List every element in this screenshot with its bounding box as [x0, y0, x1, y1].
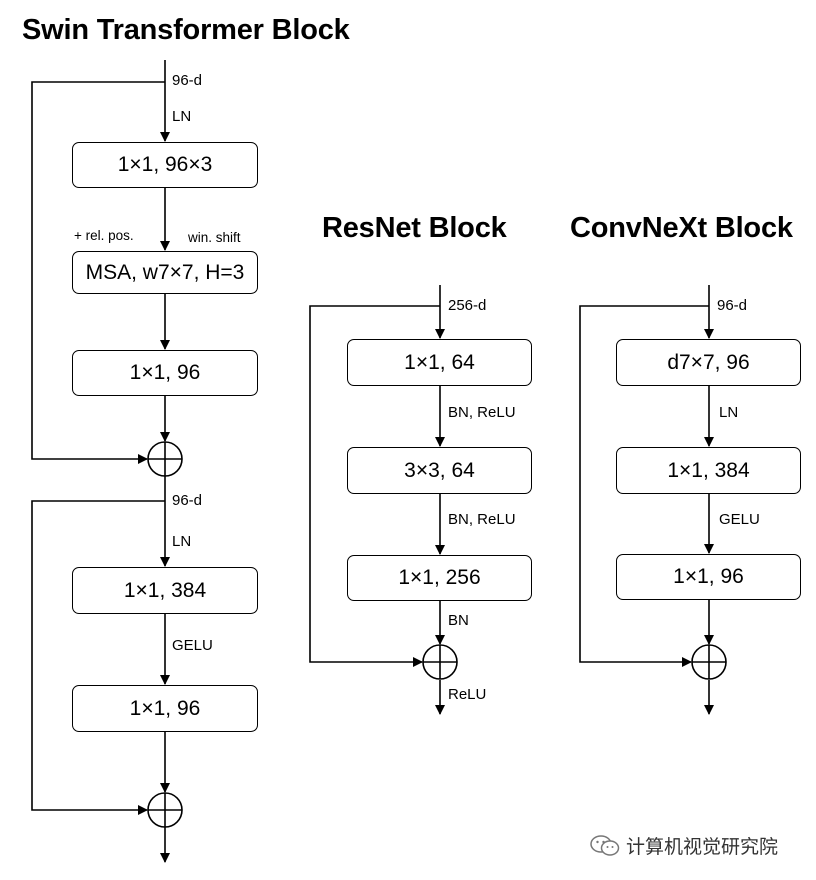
wechat-icon	[590, 834, 620, 856]
swin-rel-pos-label: + rel. pos.	[74, 228, 134, 243]
resnet-dim-label: 256-d	[448, 297, 487, 314]
swin-ln-mid-label: LN	[172, 533, 192, 550]
resnet-relu-label: ReLU	[448, 686, 487, 703]
convnext-box-mlp2: 1×1, 96	[616, 554, 801, 600]
swin-box-proj: 1×1, 96	[72, 350, 258, 396]
watermark: 计算机视觉研究院	[590, 832, 778, 859]
convnext-title: ConvNeXt Block	[570, 212, 793, 244]
swin-dim-top-label: 96-d	[172, 72, 203, 89]
watermark-text: 计算机视觉研究院	[626, 837, 779, 858]
swin-win-shift-label: win. shift	[188, 230, 241, 245]
swin-dim-mid-label: 96-d	[172, 492, 203, 509]
swin-box-mlp2: 1×1, 96	[72, 685, 258, 732]
convnext-gelu-label: GELU	[719, 511, 760, 528]
swin-gelu-label: GELU	[172, 637, 213, 654]
convnext-box-dwconv: d7×7, 96	[616, 339, 801, 386]
swin-title: Swin Transformer Block	[22, 14, 350, 46]
convnext-ln-label: LN	[719, 404, 739, 421]
convnext-dim-label: 96-d	[717, 297, 748, 314]
resnet-box-2: 3×3, 64	[347, 447, 532, 494]
resnet-add-node	[422, 644, 458, 680]
swin-add-node-2	[147, 792, 183, 828]
convnext-add-node	[691, 644, 727, 680]
resnet-bn-relu-1-label: BN, ReLU	[448, 404, 516, 421]
resnet-bn-relu-2-label: BN, ReLU	[448, 511, 516, 528]
swin-box-qkv: 1×1, 96×3	[72, 142, 258, 188]
swin-box-mlp1: 1×1, 384	[72, 567, 258, 614]
resnet-title: ResNet Block	[322, 212, 507, 244]
resnet-box-1: 1×1, 64	[347, 339, 532, 386]
swin-ln-top-label: LN	[172, 108, 192, 125]
resnet-bn-label: BN	[448, 612, 469, 629]
convnext-box-mlp1: 1×1, 384	[616, 447, 801, 494]
swin-add-node-1	[147, 441, 183, 477]
resnet-box-3: 1×1, 256	[347, 555, 532, 601]
swin-box-msa: MSA, w7×7, H=3	[72, 251, 258, 294]
